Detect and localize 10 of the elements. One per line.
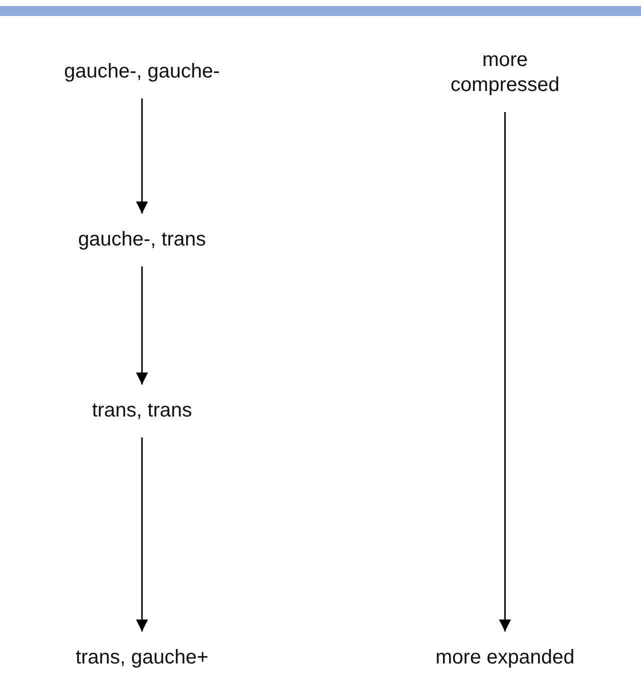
state-label: trans, gauche+ — [42, 646, 242, 670]
state-label: gauche-, trans — [42, 228, 242, 252]
state-label: more expanded — [405, 646, 605, 670]
arrow — [499, 112, 511, 632]
arrow — [136, 438, 148, 632]
arrow — [136, 98, 148, 214]
state-label: gauche-, gauche- — [42, 60, 242, 84]
arrow — [136, 266, 148, 384]
state-label: more compressed — [430, 48, 580, 98]
state-label: trans, trans — [42, 398, 242, 424]
